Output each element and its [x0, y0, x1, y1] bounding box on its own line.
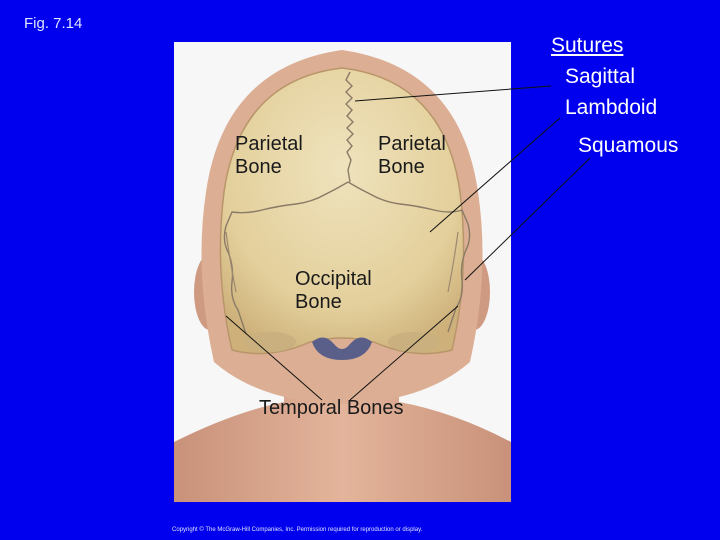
squamous-leader [464, 157, 591, 281]
neck-shoulders [174, 342, 511, 502]
right-mastoid [388, 332, 440, 352]
left-mastoid [244, 332, 296, 352]
copyright-notice: Copyright © The McGraw-Hill Companies, I… [172, 527, 423, 533]
temporal-leader-right [349, 305, 459, 401]
parietal-bone-right-label: Parietal Bone [378, 133, 446, 179]
squamous-suture-left [225, 231, 237, 293]
sagittal-suture [345, 71, 354, 183]
label-line: Parietal [235, 133, 303, 155]
sutures-title: Sutures [551, 34, 624, 57]
skull-illustration [174, 42, 511, 502]
label-line: Bone [295, 291, 342, 313]
figure-label: Fig. 7.14 [24, 15, 83, 32]
temporal-leader-left [225, 315, 323, 401]
lambdoid-suture-left [223, 181, 349, 335]
sagittal-leader [354, 85, 552, 102]
skull-bone [219, 67, 465, 355]
parietal-bone-left-label: Parietal Bone [235, 133, 303, 179]
squamous-label: Squamous [578, 134, 679, 157]
lambdoid-label: Lambdoid [565, 96, 658, 119]
lambdoid-leader [429, 117, 561, 233]
label-line: Occipital [295, 268, 372, 290]
label-line: Bone [378, 156, 425, 178]
label-line: Parietal [378, 133, 446, 155]
occipital-bone-label: Occipital Bone [295, 268, 372, 314]
foramen-magnum [312, 337, 372, 360]
label-line: Bone [235, 156, 282, 178]
skull-drawing [174, 42, 511, 502]
sagittal-label: Sagittal [565, 65, 636, 88]
temporal-bones-label: Temporal Bones [259, 397, 404, 419]
squamous-suture-right [447, 231, 459, 293]
